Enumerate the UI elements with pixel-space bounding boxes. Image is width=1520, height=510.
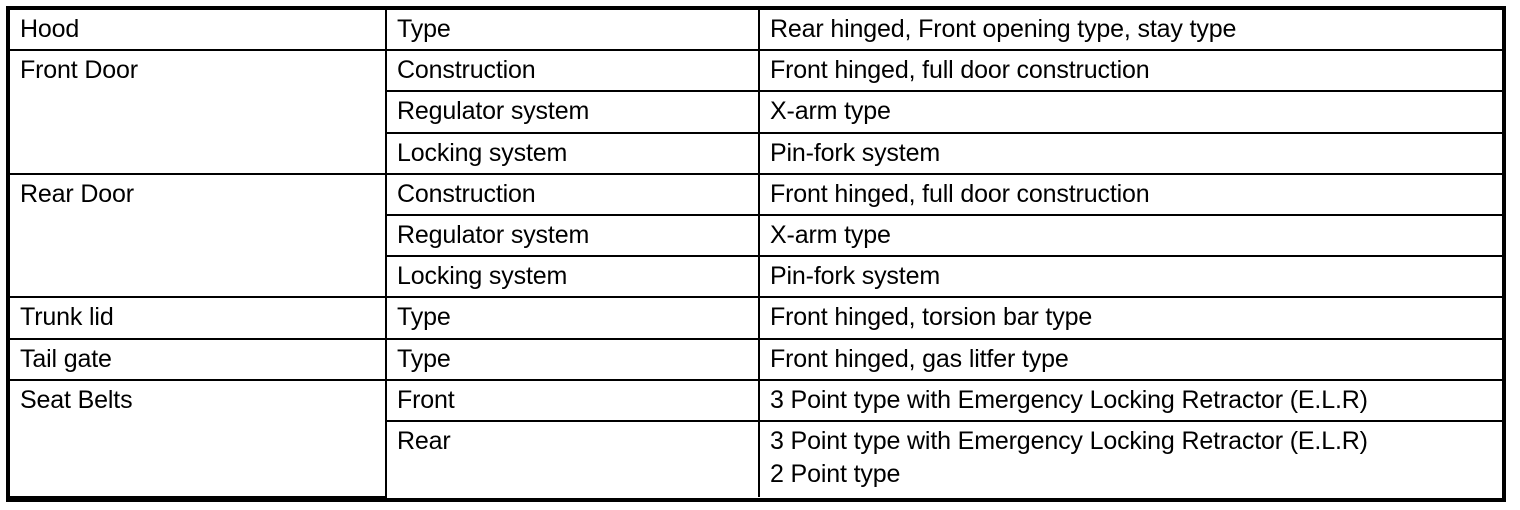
item-cell: Construction: [385, 172, 760, 216]
detail-cell: Pin-fork system: [758, 131, 1502, 175]
group-cell-hood: Hood: [10, 10, 387, 52]
table-row: Regulator system X-arm type: [10, 213, 1502, 258]
spec-table-body: Hood Type Rear hinged, Front opening typ…: [10, 10, 1502, 499]
item-cell: Locking system: [386, 255, 760, 299]
table-row: Rear 3 Point type with Emergency Locking…: [10, 419, 1502, 497]
detail-cell: 3 Point type with Emergency Locking Retr…: [758, 378, 1502, 422]
group-cell-rear-door: Rear Door: [10, 172, 387, 299]
item-cell: Type: [385, 10, 760, 52]
item-cell: Front: [385, 378, 760, 422]
table-row: Locking system Pin-fork system: [10, 131, 1502, 175]
detail-cell: X-arm type: [758, 90, 1502, 134]
specification-table: Hood Type Rear hinged, Front opening typ…: [10, 10, 1502, 499]
item-cell: Regulator system: [386, 213, 760, 258]
item-cell: Construction: [385, 49, 760, 93]
table-row: Tail gate Type Front hinged, gas litfer …: [10, 337, 1502, 381]
table-row: Regulator system X-arm type: [10, 90, 1502, 134]
table-row: Front Door Construction Front hinged, fu…: [10, 49, 1502, 175]
item-cell: Regulator system: [386, 90, 760, 134]
table-row: Locking system Pin-fork system: [10, 255, 1502, 299]
item-cell: Rear: [386, 419, 760, 497]
detail-cell: Rear hinged, Front opening type, stay ty…: [758, 10, 1502, 52]
detail-cell: Front hinged, full door construction: [758, 172, 1502, 216]
detail-cell: Front hinged, full door construction: [758, 49, 1502, 93]
detail-cell: 3 Point type with Emergency Locking Retr…: [758, 419, 1502, 497]
table-row: Hood Type Rear hinged, Front opening typ…: [10, 10, 1502, 52]
table-row: Seat Belts Front 3 Point type with Emerg…: [10, 378, 1502, 499]
item-cell: Type: [385, 296, 760, 340]
table-row: Rear Door Construction Front hinged, ful…: [10, 172, 1502, 299]
group-cell-tail-gate: Tail gate: [10, 337, 387, 381]
spec-table-frame: Hood Type Rear hinged, Front opening typ…: [6, 6, 1506, 502]
item-cell: Locking system: [386, 131, 760, 175]
group-cell-seat-belts: Seat Belts: [10, 378, 387, 499]
group-cell-trunk-lid: Trunk lid: [10, 296, 387, 340]
table-row: Trunk lid Type Front hinged, torsion bar…: [10, 296, 1502, 340]
detail-cell: Pin-fork system: [758, 255, 1502, 299]
detail-cell: Front hinged, gas litfer type: [758, 337, 1502, 381]
group-cell-front-door: Front Door: [10, 49, 387, 175]
detail-cell: Front hinged, torsion bar type: [758, 296, 1502, 340]
detail-cell: X-arm type: [758, 213, 1502, 258]
item-cell: Type: [385, 337, 760, 381]
